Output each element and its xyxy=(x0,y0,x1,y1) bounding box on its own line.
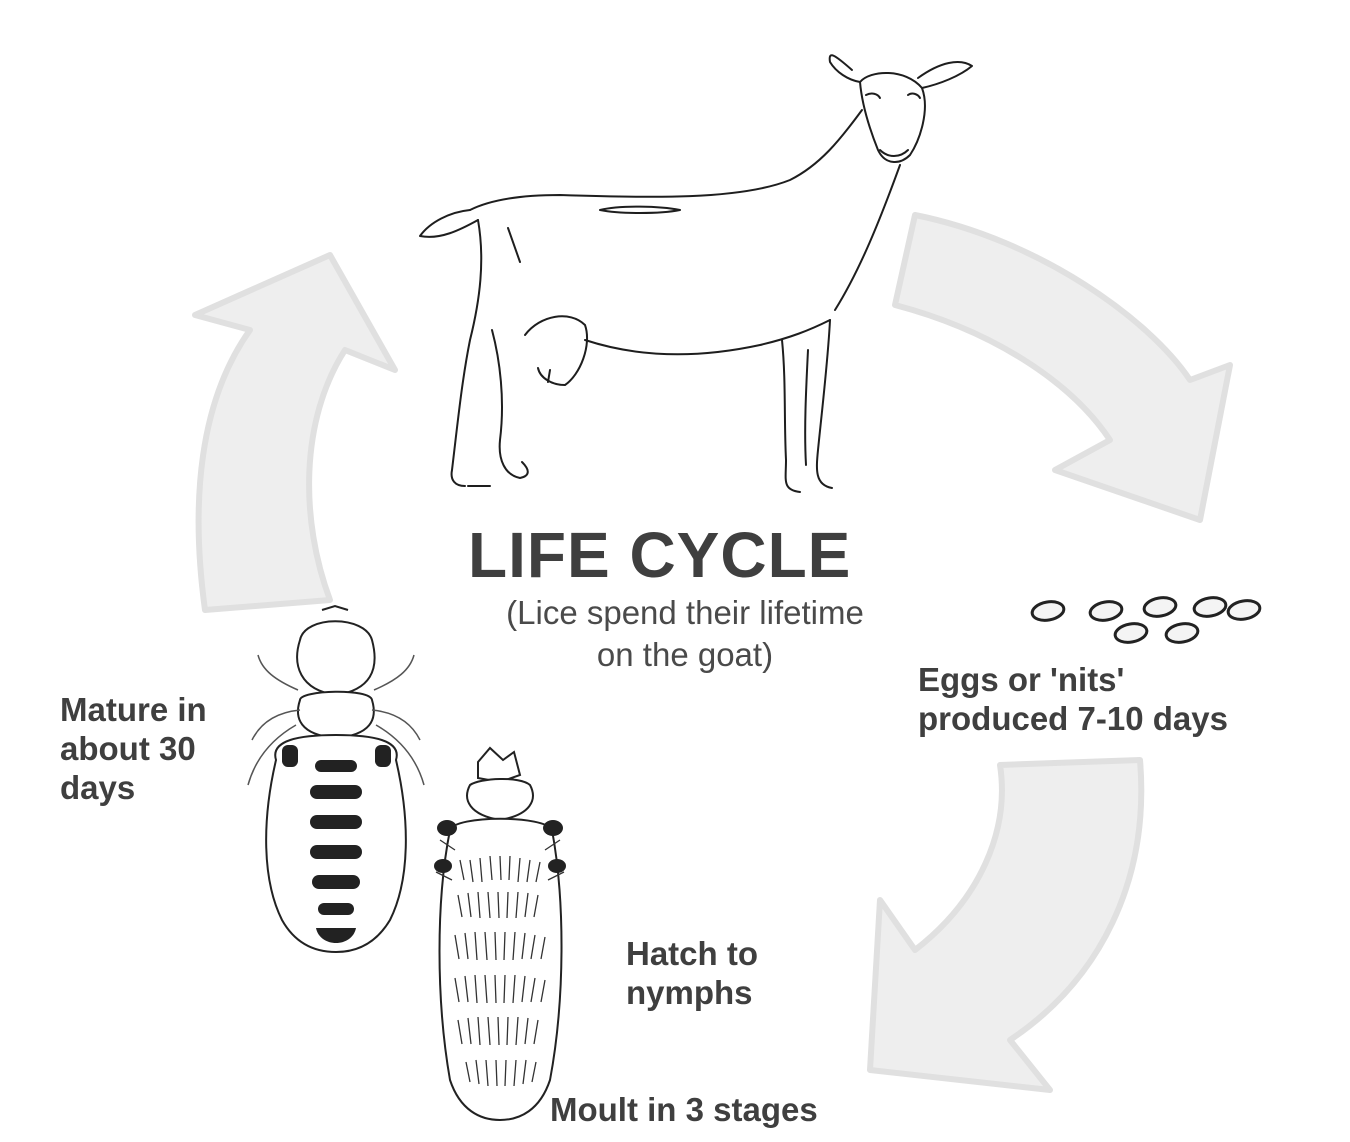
eggs-stage-label: Eggs or 'nits' produced 7-10 days xyxy=(918,660,1228,738)
moult-stage-label: Moult in 3 stages xyxy=(550,1090,818,1129)
adult-louse-icon xyxy=(248,606,424,952)
cycle-arrow-icon xyxy=(895,215,1230,520)
mature-stage-label: Mature in about 30 days xyxy=(60,690,207,807)
diagram-title: LIFE CYCLE xyxy=(468,520,851,590)
cycle-arrow-icon xyxy=(195,255,395,610)
diagram-subtitle: (Lice spend their lifetime on the goat) xyxy=(440,592,930,676)
eggs-icon xyxy=(1031,595,1262,644)
hatch-stage-label: Hatch to nymphs xyxy=(626,934,758,1012)
goat-illustration xyxy=(420,55,972,492)
cycle-arrow-icon xyxy=(870,760,1141,1090)
nymph-louse-icon xyxy=(434,748,566,1120)
